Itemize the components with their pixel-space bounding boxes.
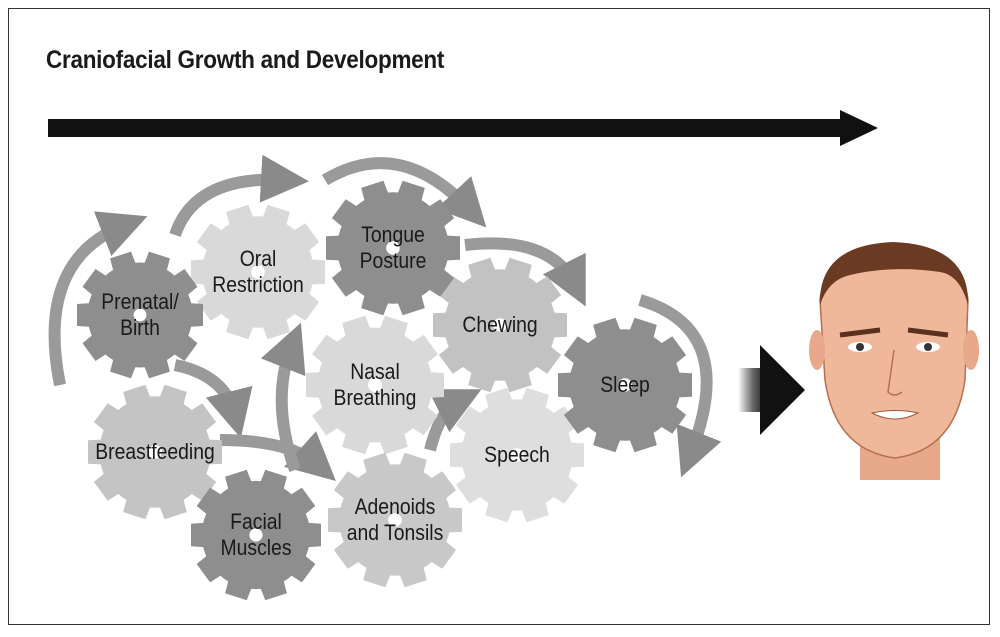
gear-hole <box>251 265 265 279</box>
gear-label-line: Sleep <box>600 372 650 397</box>
gear-label-line: Oral <box>239 246 277 271</box>
gear-label-breastfeeding: Breastfeeding <box>95 439 214 465</box>
gear-hole <box>148 445 162 459</box>
curved-arrow <box>260 322 306 473</box>
gear-label-line: Facial <box>230 509 282 534</box>
gear-breastfeeding <box>88 384 222 520</box>
gear-label-line: Restriction <box>212 272 304 297</box>
gear-label-line: Tongue <box>361 222 425 247</box>
gear-label-line: and Tonsils <box>346 520 444 545</box>
gear-hole <box>368 378 382 392</box>
result-arrow <box>738 345 805 435</box>
gear-facial-muscles <box>191 469 321 601</box>
face-illustration <box>809 242 979 480</box>
gear-label-chewing: Chewing <box>462 312 537 338</box>
gear-speech <box>450 387 584 523</box>
gear-hole <box>249 528 263 542</box>
gear-label-line: Speech <box>484 442 550 467</box>
gear-hole <box>618 378 632 392</box>
gear-prenatal-birth <box>77 251 203 379</box>
curved-arrow <box>173 359 253 439</box>
gear-label-line: Nasal <box>350 359 400 384</box>
curved-arrow <box>464 237 586 307</box>
gear-adenoids-tonsils <box>328 452 462 588</box>
gear-tongue-posture <box>326 180 460 316</box>
curved-arrow <box>169 154 309 238</box>
gear-label-prenatal-birth: Prenatal/Birth <box>101 289 178 341</box>
gear-label-sleep: Sleep <box>600 372 650 398</box>
gear-sleep <box>558 317 692 453</box>
gear-label-line: Chewing <box>462 312 538 337</box>
diagram-title: Craniofacial Growth and Development <box>46 46 445 74</box>
gear-hole <box>133 308 147 322</box>
curved-arrow <box>48 211 148 387</box>
gear-label-line: Birth <box>120 315 160 340</box>
gear-label-speech: Speech <box>484 442 550 468</box>
gear-label-line: Prenatal/ <box>101 289 179 314</box>
gear-oral-restriction <box>191 204 325 340</box>
gear-label-line: Adenoids <box>354 494 436 519</box>
gear-label-line: Muscles <box>220 535 292 560</box>
curved-arrow <box>638 294 722 478</box>
gear-nasal-breathing <box>306 315 444 455</box>
gear-label-line: Posture <box>359 248 427 273</box>
curved-arrow <box>219 431 336 481</box>
timeline-arrow <box>48 110 878 146</box>
curved-arrow <box>321 157 487 228</box>
gear-hole <box>386 241 400 255</box>
gear-label-line: Breathing <box>333 385 417 410</box>
gear-chewing <box>433 257 567 393</box>
figure-border <box>8 8 990 625</box>
gear-hole <box>510 448 524 462</box>
gear-label-line: Breastfeeding <box>95 439 215 464</box>
curved-arrow <box>424 389 482 452</box>
gear-hole <box>388 513 402 527</box>
gear-hole <box>493 318 507 332</box>
